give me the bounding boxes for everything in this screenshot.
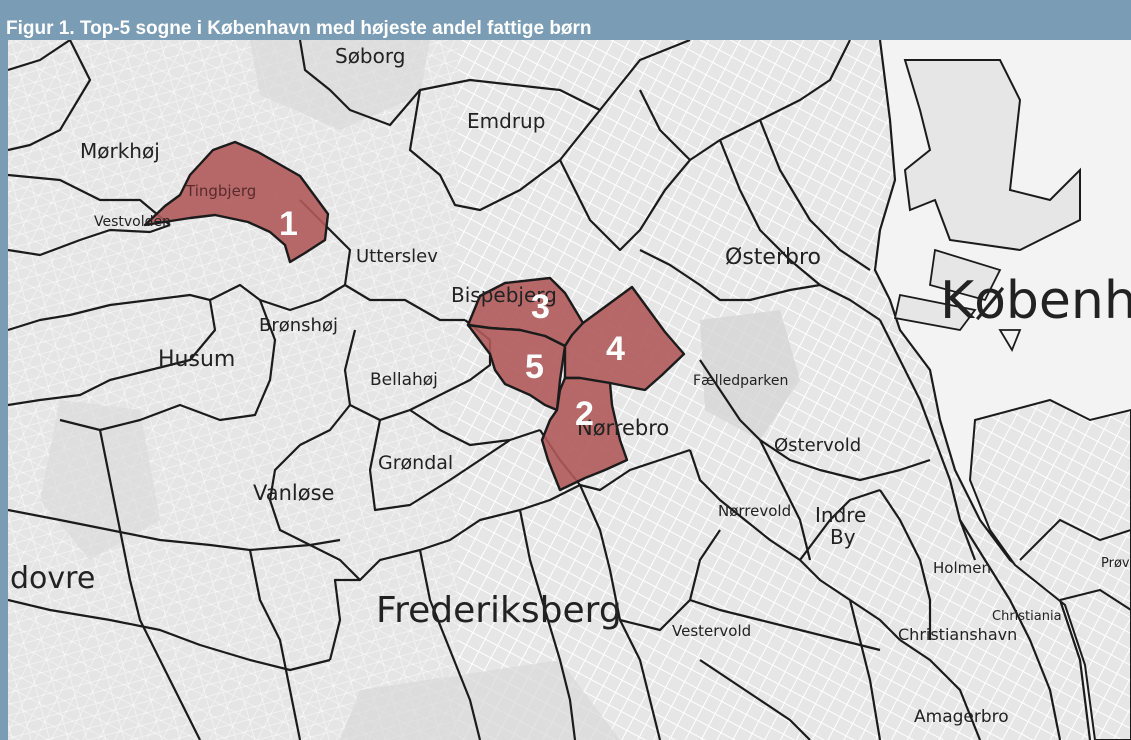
place-label-soborg: Søborg: [335, 44, 405, 68]
rank-number-3: 3: [531, 288, 550, 326]
figure-title: Figur 1. Top-5 sogne i København med høj…: [6, 18, 592, 39]
rank-number-2: 2: [575, 395, 594, 433]
ranked-parish-polygons: [143, 140, 686, 492]
rank-number-1: 1: [279, 205, 298, 243]
title-bar: Figur 1. Top-5 sogne i København med høj…: [0, 0, 1131, 40]
parish-2-polygon: [540, 376, 629, 492]
pier-marker: [998, 329, 1022, 353]
place-label-vestvolden: Vestvolden: [94, 214, 171, 230]
rank-number-4: 4: [606, 330, 625, 368]
map-canvas: Søborg Emdrup Mørkhøj Tingbjerg Vestvold…: [8, 40, 1131, 740]
place-label-tingbjerg: Tingbjerg: [185, 182, 256, 200]
rank-number-5: 5: [525, 348, 544, 386]
place-label-christiania: Christiania: [992, 609, 1062, 624]
place-label-dovre: dovre: [10, 561, 95, 596]
place-label-frederiksberg: Frederiksberg: [376, 590, 622, 631]
place-label-vanlose: Vanløse: [253, 481, 334, 505]
parish-4-polygon: [563, 285, 686, 392]
place-label-grondal: Grøndal: [378, 452, 453, 474]
place-label-prov: Prøv: [1101, 556, 1130, 571]
place-label-by: By: [830, 525, 856, 549]
park-area: [700, 310, 800, 440]
place-label-morkhoj: Mørkhøj: [80, 139, 160, 163]
place-label-indre: Indre: [815, 503, 866, 527]
place-label-osterbro: Østerbro: [725, 245, 821, 270]
holmen-canal: [1059, 588, 1131, 611]
place-label-bellahoj: Bellahøj: [370, 370, 438, 390]
place-label-norrebro: Nørrebro: [577, 416, 669, 440]
place-label-utterslev: Utterslev: [356, 246, 438, 267]
place-label-amagerbro: Amagerbro: [914, 707, 1009, 727]
nordhavn-pier: [928, 248, 1002, 302]
place-label-bronshoj: Brønshøj: [259, 315, 338, 336]
park-area: [340, 660, 620, 740]
place-label-vestervold: Vestervold: [672, 622, 751, 640]
place-label-bispebjerg: Bispebjerg: [451, 283, 557, 307]
place-label-holmen: Holmen: [933, 559, 991, 577]
place-label-kobenh: Københ: [940, 271, 1131, 331]
holmen-land: [968, 398, 1131, 740]
nordhavn-pier: [893, 293, 977, 331]
nordhavn-pier: [903, 59, 1081, 252]
place-label-ostervold: Østervold: [774, 435, 861, 456]
place-label-emdrup: Emdrup: [467, 109, 545, 133]
holmen-canal: [1019, 518, 1131, 561]
park-area: [250, 40, 430, 130]
park-area: [40, 400, 160, 560]
place-label-faelledparken: Fælledparken: [693, 373, 788, 389]
place-label-husum: Husum: [158, 347, 235, 372]
map-area: Søborg Emdrup Mørkhøj Tingbjerg Vestvold…: [8, 40, 1131, 740]
place-label-christianshavn: Christianshavn: [898, 625, 1017, 644]
place-label-norrevold: Nørrevold: [718, 502, 791, 520]
parish-1-polygon: [143, 140, 330, 264]
